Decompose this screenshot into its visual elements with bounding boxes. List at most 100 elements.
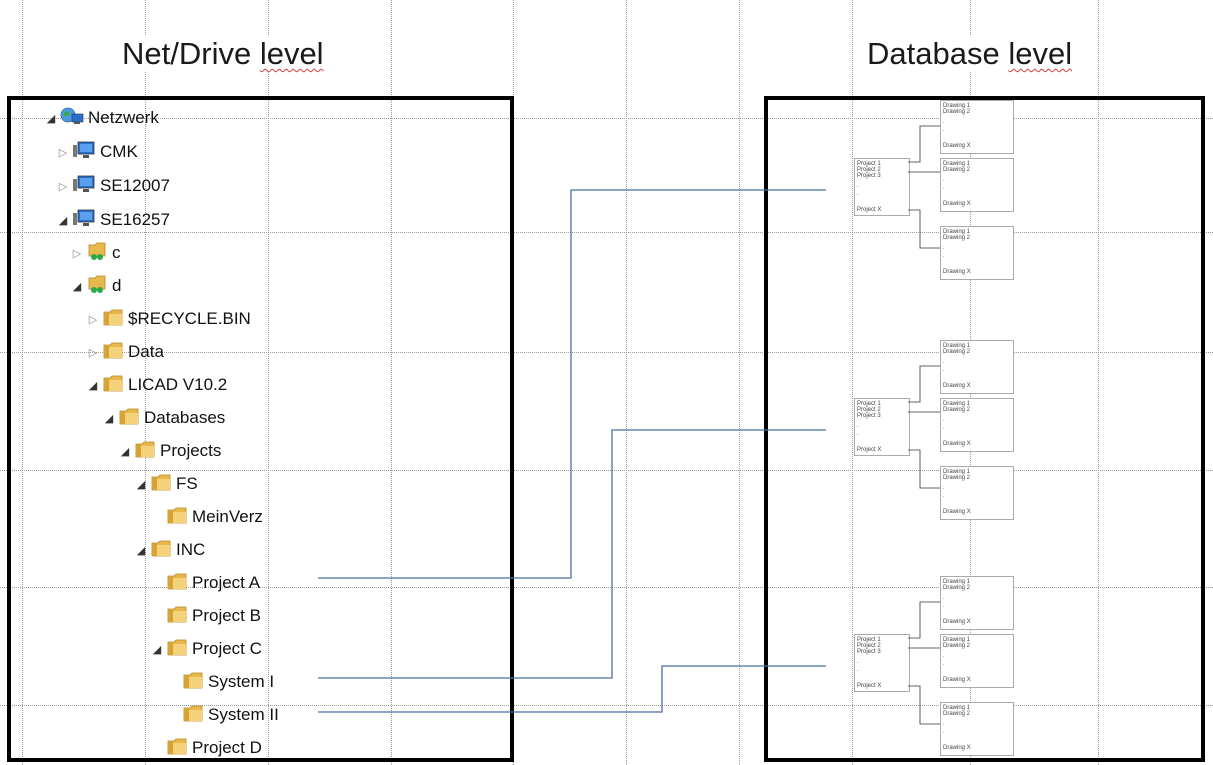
- collapse-arrow-icon[interactable]: ▷: [88, 346, 98, 359]
- tree-item-recycle-bin[interactable]: ▷ $RECYCLE.BIN: [86, 305, 251, 333]
- network-icon: [60, 106, 84, 131]
- shared-drive-icon: [86, 274, 108, 299]
- project-list-entry: Project 1: [857, 637, 881, 643]
- expand-arrow-icon[interactable]: ◢: [58, 214, 68, 227]
- computer-icon: [72, 140, 96, 165]
- database-branch-line: [908, 209, 940, 249]
- folder-icon: [182, 670, 204, 695]
- tree-item-project-a[interactable]: Project A: [150, 569, 260, 597]
- project-list-entry: Project X: [857, 447, 882, 453]
- collapse-arrow-icon[interactable]: ▷: [58, 180, 68, 193]
- folder-icon: [134, 439, 156, 464]
- tree-item-label: System I: [208, 672, 275, 691]
- folder-icon: [166, 736, 188, 761]
- net-drive-tree-panel: [7, 96, 514, 762]
- project-list-entry: Project 2: [857, 167, 881, 173]
- heading-left-underlined: level: [259, 36, 324, 71]
- drawing-list-entry: Drawing 2: [943, 167, 971, 173]
- drawing-list-entry: Drawing 2: [943, 711, 971, 717]
- tree-item-databases[interactable]: ◢Databases: [102, 404, 226, 432]
- tree-item-label: Project C: [192, 639, 262, 658]
- tree-item-system-ii[interactable]: System II: [166, 701, 279, 729]
- tree-item-label: Project A: [192, 573, 261, 592]
- folder-icon: [166, 604, 188, 629]
- tree-item-meinverz[interactable]: MeinVerz: [150, 503, 263, 531]
- connector-project-a: [318, 189, 826, 579]
- heading-left-text: Net/Drive: [122, 36, 260, 71]
- tree-item-cmk[interactable]: ▷ CMK: [56, 138, 138, 166]
- drawing-list-entry: .: [943, 493, 945, 499]
- project-list-entry: Project X: [857, 683, 882, 689]
- tree-item-label: Data: [128, 342, 164, 361]
- tree-item-label: CMK: [100, 142, 138, 161]
- tree-item-project-b[interactable]: Project B: [150, 602, 261, 630]
- drawing-list-entry: Drawing 1: [943, 579, 971, 585]
- tree-item-system-i[interactable]: System I: [166, 668, 274, 696]
- drawing-list-entry: Drawing 2: [943, 407, 971, 413]
- tree-item-data[interactable]: ▷ Data: [86, 338, 164, 366]
- drawing-list-entry: Drawing 1: [943, 343, 971, 349]
- project-list-entry: .: [857, 431, 859, 437]
- tree-item-label: SE16257: [100, 210, 170, 229]
- drawing-list-entry: Drawing 1: [943, 401, 971, 407]
- expand-arrow-icon[interactable]: ◢: [46, 112, 56, 125]
- tree-item-label: FS: [176, 474, 198, 493]
- expand-arrow-icon[interactable]: ◢: [104, 412, 114, 425]
- tree-item-netzwerk[interactable]: ◢Netzwerk: [44, 104, 159, 132]
- tree-item-label: System II: [208, 705, 279, 724]
- tree-item-se16257[interactable]: ◢ SE16257: [56, 206, 170, 234]
- drawing-list-entry: .: [943, 127, 945, 133]
- expand-arrow-icon[interactable]: ◢: [72, 280, 82, 293]
- drawing-list-entry: Drawing 2: [943, 349, 971, 355]
- tree-item-d[interactable]: ◢d: [70, 272, 121, 300]
- drawing-list-entry: .: [943, 177, 945, 183]
- collapse-arrow-icon[interactable]: ▷: [58, 146, 68, 159]
- drawing-list-entry: .: [943, 653, 945, 659]
- drawing-list-entry: Drawing 2: [943, 235, 971, 241]
- drawing-list-entry: Drawing X: [943, 269, 971, 275]
- tree-item-fs[interactable]: ◢ FS: [134, 470, 198, 498]
- folder-icon: [166, 571, 188, 596]
- tree-item-inc[interactable]: ◢INC: [134, 536, 206, 564]
- expand-arrow-icon[interactable]: ◢: [136, 478, 146, 491]
- project-list-entry: Project 2: [857, 407, 881, 413]
- drawing-list-entry: Drawing 2: [943, 109, 971, 115]
- folder-icon: [102, 373, 124, 398]
- tree-item-licad-v10-2[interactable]: ◢LICAD V10.2: [86, 371, 227, 399]
- drawing-list-entry: .: [943, 603, 945, 609]
- computer-icon: [72, 174, 96, 199]
- drawing-list-entry: .: [943, 245, 945, 251]
- folder-icon: [102, 307, 124, 332]
- expand-arrow-icon[interactable]: ◢: [152, 643, 162, 656]
- drawing-list-entry: .: [943, 595, 945, 601]
- tree-item-se12007[interactable]: ▷SE12007: [56, 172, 170, 200]
- tree-item-label: $RECYCLE.BIN: [128, 309, 251, 328]
- tree-item-project-c[interactable]: ◢ Project C: [150, 635, 262, 663]
- tree-item-projects[interactable]: ◢Projects: [118, 437, 222, 465]
- heading-right-underlined: level: [1008, 36, 1073, 71]
- drawing-list-entry: .: [943, 253, 945, 259]
- collapse-arrow-icon[interactable]: ▷: [88, 313, 98, 326]
- expand-arrow-icon[interactable]: ◢: [120, 445, 130, 458]
- database-branch-line: [908, 685, 940, 725]
- expand-arrow-icon[interactable]: ◢: [136, 544, 146, 557]
- drawing-list-entry: Drawing 2: [943, 643, 971, 649]
- tree-item-c[interactable]: ▷c: [70, 239, 121, 267]
- drawing-list-entry: .: [943, 119, 945, 125]
- collapse-arrow-icon[interactable]: ▷: [72, 247, 82, 260]
- expand-arrow-icon[interactable]: ◢: [88, 379, 98, 392]
- drawing-list-entry: Drawing X: [943, 619, 971, 625]
- drawing-list-entry: .: [943, 661, 945, 667]
- drawing-list-entry: .: [943, 485, 945, 491]
- database-branch-line: [908, 125, 940, 163]
- drawing-list-entry: Drawing X: [943, 677, 971, 683]
- tree-item-project-d[interactable]: Project D: [150, 734, 262, 762]
